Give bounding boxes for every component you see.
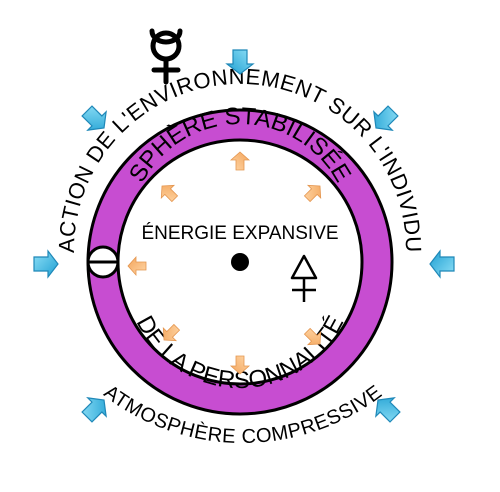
expansive-energy-label: ÉNERGIE EXPANSIVE <box>141 223 338 244</box>
salt-icon <box>86 245 120 279</box>
mercury-icon <box>149 28 183 85</box>
arrow-right <box>429 250 455 278</box>
center-point <box>231 253 249 271</box>
sulphur-icon <box>290 254 318 302</box>
arrow-left <box>33 250 59 278</box>
